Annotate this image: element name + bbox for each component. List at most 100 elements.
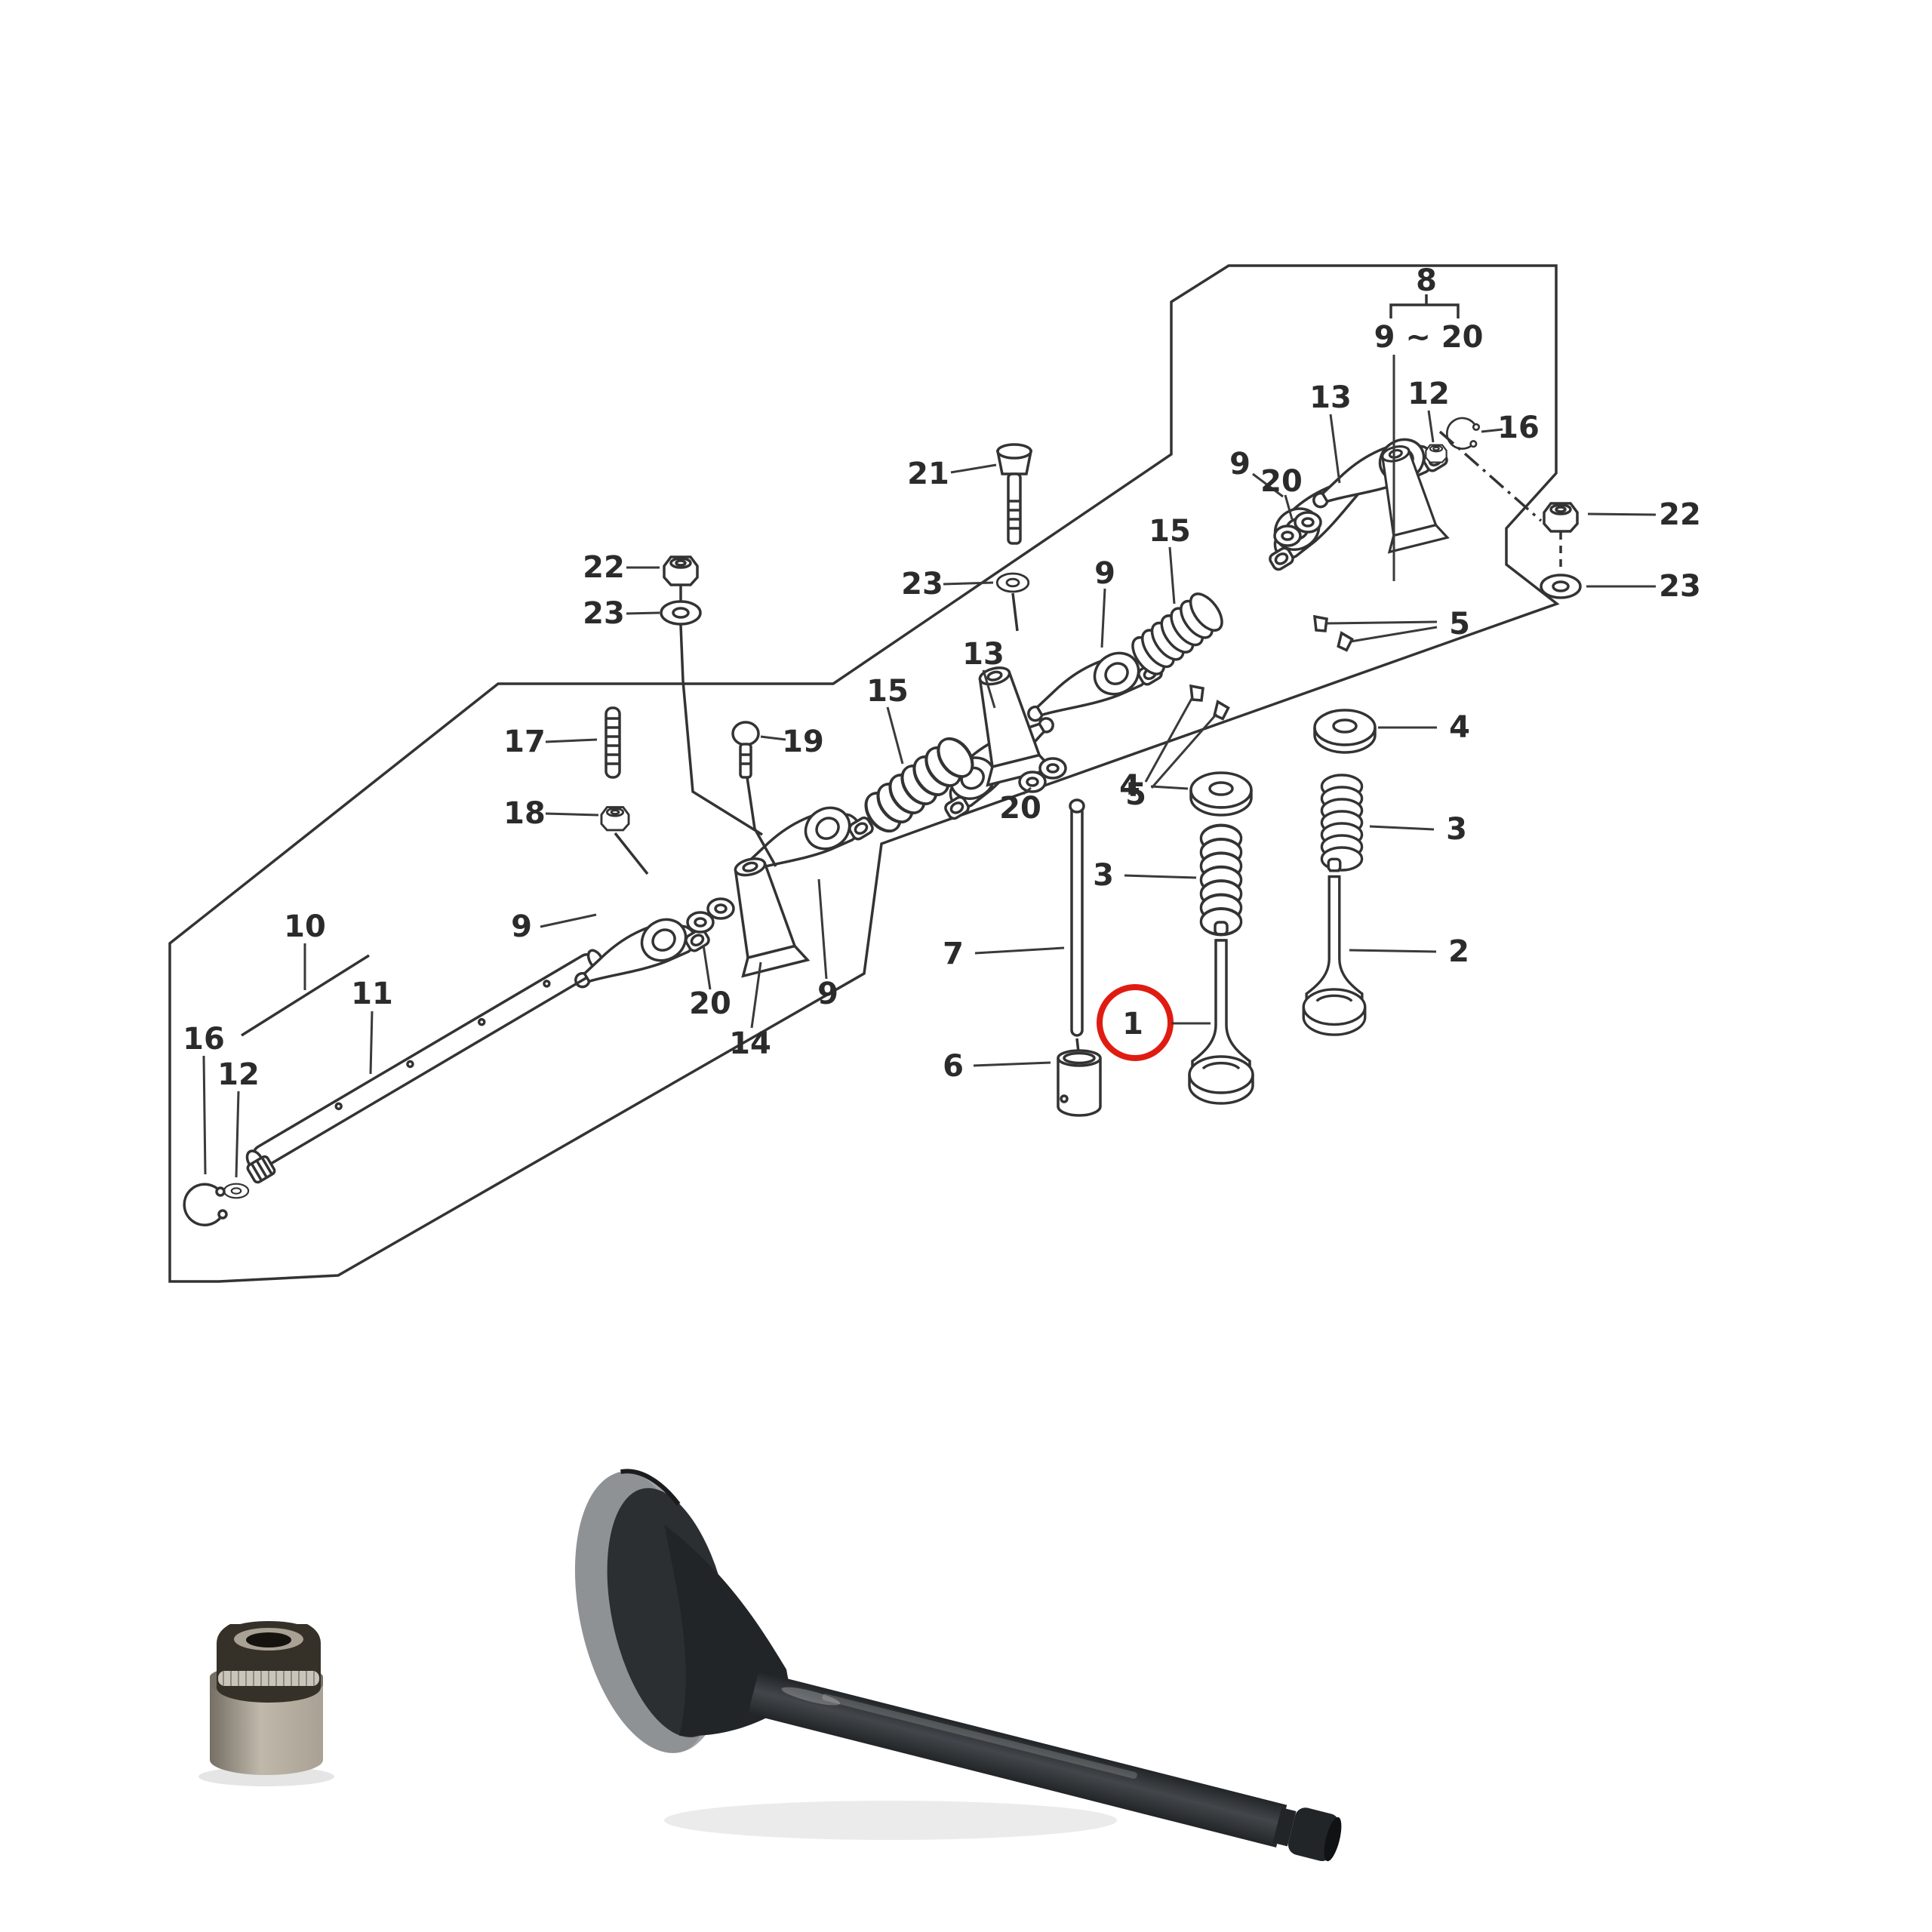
leader-13b [1329,414,1341,484]
callout-8: 8 [1416,263,1437,298]
washer-23-left [660,600,702,626]
callout-12-top: 12 [1407,377,1450,411]
callout-23-upper: 23 [901,567,943,601]
callout-3-right: 3 [1446,812,1467,847]
keeper-5R-2 [1335,632,1355,652]
callout-11: 11 [351,977,393,1011]
leader-3-right [1369,825,1435,831]
leader-23-left [626,611,660,615]
callout-19: 19 [782,724,824,759]
leader-12-left [235,1091,240,1178]
shaft-end-collar [246,1155,276,1184]
callout-22-left: 22 [583,550,625,585]
leader-15a [886,706,904,764]
spring-3-right [1320,774,1364,872]
leader-9a [540,913,597,928]
nut-12-top [1425,444,1447,463]
washer-23-right [1540,574,1582,599]
valve-2-line [1302,857,1367,1036]
leader-7 [974,946,1065,955]
leader-5-right [1350,626,1438,643]
valve-stem [748,1671,1342,1862]
leader-16-left [202,1055,207,1175]
callout-4-left: 4 [1119,769,1140,804]
washer-23-upper [995,572,1030,593]
leader-20b [1023,786,1032,795]
leader-9c [1100,588,1106,648]
leader-3-left [1124,874,1197,879]
leader-6 [973,1061,1051,1067]
callout-1: 1 [1122,1007,1143,1041]
valve-stem-seal-photo [198,1621,334,1786]
bracket-part8 [1389,294,1460,318]
rocker-shaft-illustration [245,949,605,1172]
leader-23-upper [943,581,994,586]
valve-1-line [1188,921,1254,1105]
nut-22-right [1543,502,1579,533]
leader-22-right [1587,512,1657,516]
callout-20c: 20 [1260,464,1303,499]
callout-9d: 9 [1229,447,1251,481]
leader-21 [950,463,997,474]
adjust-screw-17 [605,706,621,779]
leader-12-top [1427,410,1435,443]
callout-13b: 13 [1309,380,1352,415]
bolt-21 [995,443,1033,545]
engine-valve-photo [574,1469,1342,1862]
callout-3-left: 3 [1093,858,1114,893]
tappet-6 [1057,1049,1102,1117]
callout-14: 14 [729,1026,771,1061]
leader-17 [545,738,598,743]
callout-4-right: 4 [1449,710,1470,745]
shaft-circlip-16 [183,1183,228,1226]
seal-bore-hole [246,1632,291,1647]
leader-9d [1252,472,1284,498]
spring-3-left [1201,826,1241,935]
diagram-boundary-outline [168,264,1560,1283]
leader-5-left [1150,713,1218,789]
callout-21: 21 [907,457,949,491]
leader-9b [817,878,828,980]
washer23u-link [1011,592,1019,632]
callout-17: 17 [503,724,546,759]
spring-15b [1125,586,1229,681]
callout-22-right: 22 [1659,497,1701,532]
callout-20b: 20 [999,791,1041,826]
leader-14 [750,961,762,1029]
callout-12-left: 12 [217,1057,260,1092]
callout-18: 18 [503,796,546,831]
callout-10: 10 [284,909,326,944]
leader-2 [1349,949,1437,953]
leader-20c [1284,494,1294,520]
leader-20a [702,944,712,990]
keeper-5R-1 [1313,615,1328,632]
highlight-circle-part1 [1097,984,1174,1061]
leader-19 [760,735,786,741]
callout-7: 7 [943,937,964,971]
pushrod-7 [1069,798,1085,1053]
retainer-4-right [1313,709,1377,754]
callout-20a: 20 [689,986,731,1021]
callout-13a: 13 [962,637,1004,672]
leader-15b [1168,546,1176,605]
washer23L-link [679,586,763,836]
callout-9b: 9 [817,977,838,1011]
callout-23-right: 23 [1659,569,1701,604]
circlip-16-top [1442,414,1483,454]
callout-16-left: 16 [183,1022,225,1057]
axis-dashdot [1438,430,1543,522]
callout-15a: 15 [866,674,909,709]
callout-9a: 9 [511,909,532,944]
nut18-link [614,832,649,875]
callout-range-9-20: 9 ~ 20 [1374,320,1484,355]
washers-20a [686,897,735,934]
bracket-part10 [241,954,370,1037]
adjust-nut-18 [600,806,630,832]
callout-5-left: 5 [1125,777,1146,812]
seal-metal-base [210,1677,323,1775]
exploded-parts-diagram [168,264,1582,1283]
callout-15b: 15 [1149,514,1191,549]
leader-4-left [1150,785,1189,790]
